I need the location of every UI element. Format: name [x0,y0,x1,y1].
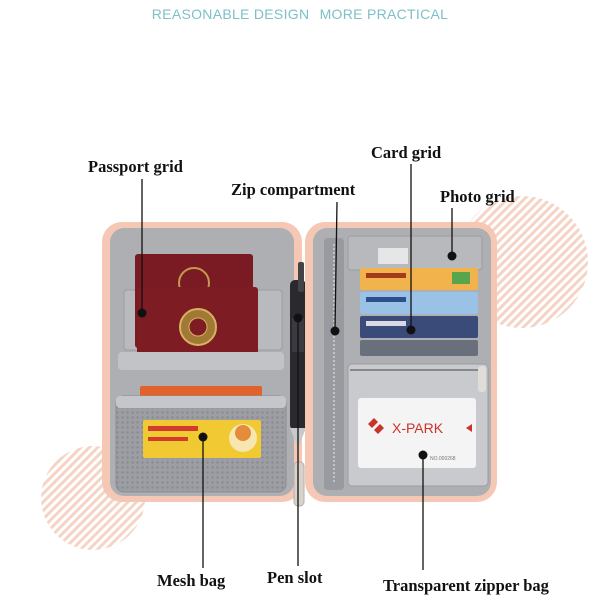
photo-grid [347,235,483,271]
label-mesh-bag: Mesh bag [157,571,226,590]
callout-lines [141,164,453,570]
label-transparent-zipper-bag: Transparent zipper bag [383,576,549,595]
slogan-more-practical: MORE PRACTICAL [319,6,449,22]
label-card-grid: Card grid [371,143,442,162]
card-stack [360,268,478,356]
label-pen-slot: Pen slot [267,568,323,587]
top-slogan: REASONABLE DESIGN MORE PRACTICAL [0,6,600,22]
xpark-card-label: X-PARK [392,420,444,436]
zipper-pull [293,461,305,507]
slogan-reasonable-design: REASONABLE DESIGN [151,6,310,22]
label-photo-grid: Photo grid [440,187,515,206]
right-panel: X-PARK NO.000268 [305,222,497,502]
left-panel [102,222,302,502]
xpark-card [358,398,476,468]
callout-dots [137,251,457,460]
label-zip-compartment: Zip compartment [231,180,356,199]
label-passport-grid: Passport grid [88,157,183,176]
xpark-card-number: NO.000268 [430,456,456,462]
passport-front [137,287,258,355]
